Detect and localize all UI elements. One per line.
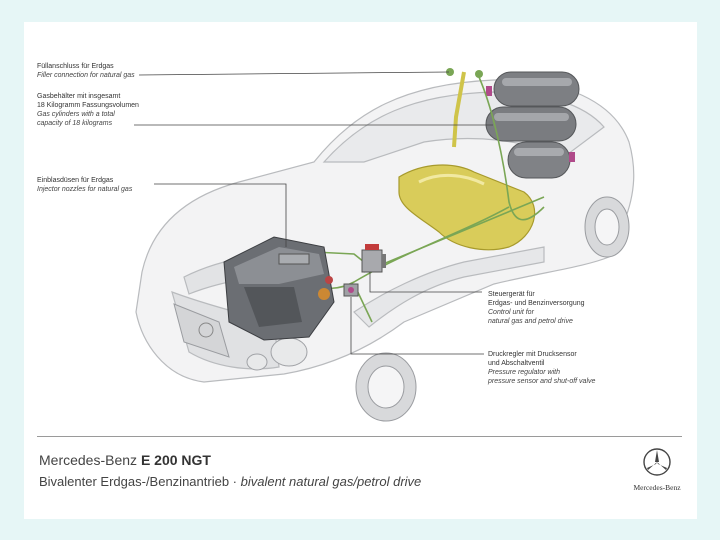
footer-divider — [37, 436, 682, 437]
gas-cylinders — [485, 71, 580, 179]
rear-wheel — [584, 196, 630, 258]
engine — [223, 236, 335, 341]
regulator-label-de1: Druckregler mit Drucksensor — [488, 351, 577, 358]
title-model: E 200 NGT — [140, 452, 211, 468]
cylinders-label: Gasbehälter mit insgesamt 18 Kilogramm F… — [37, 92, 207, 128]
front-wheel — [355, 352, 417, 422]
title-prefix: Mercedes-Benz — [39, 452, 141, 468]
cylinders-label-en2: capacity of 18 kilograms — [37, 120, 113, 127]
mercedes-star-icon — [643, 448, 671, 476]
subtitle-de: Bivalenter Erdgas-/Benzinantrieb · — [39, 474, 241, 489]
injectors-label-de: Einblasdüsen für Erdgas — [37, 177, 114, 184]
injectors-label: Einblasdüsen für Erdgas Injector nozzles… — [37, 176, 207, 194]
mercedes-logo: Mercedes-Benz — [622, 447, 692, 492]
control-unit-label: Steuergerät für Erdgas- und Benzinversor… — [488, 290, 638, 326]
regulator-label-en2: pressure sensor and shut-off valve — [488, 378, 596, 385]
leader-lines — [134, 71, 493, 355]
control-unit — [361, 244, 386, 273]
car-diagram — [134, 68, 635, 422]
filler-neck — [446, 68, 483, 148]
filler-label: Füllanschluss für Erdgas Filler connecti… — [37, 62, 207, 80]
control-label-de2: Erdgas- und Benzinversorgung — [488, 300, 585, 307]
filler-label-de: Füllanschluss für Erdgas — [37, 63, 114, 70]
pressure-regulator — [343, 283, 359, 297]
control-label-de1: Steuergerät für — [488, 291, 535, 298]
regulator-label-de2: und Abschaltventil — [488, 360, 545, 367]
page-subtitle: Bivalenter Erdgas-/Benzinantrieb · bival… — [39, 474, 421, 489]
regulator-label-en1: Pressure regulator with — [488, 369, 560, 376]
cylinders-label-de2: 18 Kilogramm Fassungsvolumen — [37, 102, 139, 109]
cylinders-label-en1: Gas cylinders with a total — [37, 111, 115, 118]
cylinders-label-de1: Gasbehälter mit insgesamt — [37, 93, 121, 100]
control-label-en2: natural gas and petrol drive — [488, 318, 573, 325]
petrol-tank — [398, 164, 536, 251]
filler-label-en: Filler connection for natural gas — [37, 72, 135, 79]
diagram-panel: Füllanschluss für Erdgas Filler connecti… — [24, 22, 697, 519]
grille — [173, 303, 230, 358]
page-title: Mercedes-Benz E 200 NGT — [39, 452, 211, 468]
regulator-label: Druckregler mit Drucksensor und Abschalt… — [488, 350, 638, 386]
injectors-label-en: Injector nozzles for natural gas — [37, 186, 133, 193]
control-label-en1: Control unit for — [488, 309, 534, 316]
subtitle-en: bivalent natural gas/petrol drive — [240, 474, 422, 489]
logo-wordmark: Mercedes-Benz — [633, 483, 681, 492]
